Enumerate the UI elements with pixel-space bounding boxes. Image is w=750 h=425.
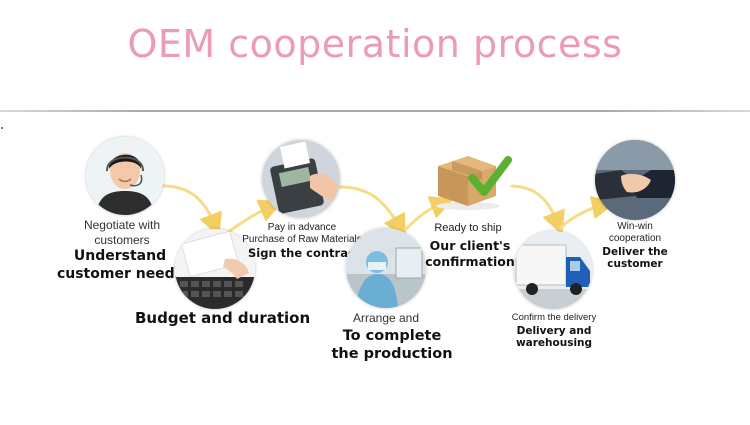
package-checkmark-photo — [432, 148, 512, 210]
step4-caption: Arrange and — [352, 311, 420, 325]
step5-title-line1: Our client's — [429, 238, 511, 253]
customer-service-agent-photo — [86, 137, 164, 215]
step6-caption: Confirm the delivery — [511, 312, 597, 323]
title-divider — [0, 110, 750, 112]
step1-title-line1: Understand — [73, 248, 167, 264]
step1-title: Understand customer needs — [52, 247, 188, 283]
edge-mark — [1, 127, 3, 129]
step7-title-line2: customer — [607, 258, 663, 270]
step5-title: Our client's confirmation — [420, 238, 520, 270]
card-payment-terminal-photo — [262, 140, 340, 218]
step1-caption: Negotiate with customers — [74, 218, 170, 248]
page-title: OEM cooperation process — [127, 22, 623, 66]
step1-title-line2: customer needs — [56, 266, 184, 282]
step6-title-line1: Delivery and — [516, 325, 592, 337]
arrow-5 — [510, 184, 565, 236]
arrow-3 — [338, 185, 406, 239]
step2-title: Budget and duration — [135, 309, 311, 327]
step4-title: To complete the production — [322, 327, 462, 363]
step1-small-line2: customers — [94, 233, 150, 247]
step7-title-line1: Deliver the — [602, 246, 668, 258]
step1-small-line1: Negotiate with — [83, 218, 161, 232]
step3-title: Sign the contract — [248, 246, 361, 260]
arrow-6 — [558, 195, 616, 230]
step7-caption: Win-win cooperation — [592, 221, 678, 245]
arrow-2 — [226, 199, 284, 234]
factory-worker-photo — [346, 228, 426, 308]
step5-caption: Ready to ship — [434, 222, 502, 234]
delivery-truck-photo — [514, 231, 592, 309]
step5-title-line2: confirmation — [425, 254, 515, 269]
step7-small-line1: Win-win — [617, 221, 653, 232]
arrow-1 — [161, 184, 222, 238]
step6-title-line2: warehousing — [515, 337, 593, 349]
step6-title: Delivery and warehousing — [508, 325, 600, 349]
step3-caption: Pay in advance Purchase of Raw Materials — [240, 222, 364, 246]
step4-title-line1: To complete — [342, 328, 442, 344]
step3-small-line1: Pay in advance — [267, 222, 337, 233]
step4-title-line2: the production — [331, 346, 453, 362]
handshake-photo — [595, 140, 675, 220]
step3-small-line2: Purchase of Raw Materials — [242, 234, 362, 245]
step7-title: Deliver the customer — [592, 246, 678, 270]
step7-small-line2: cooperation — [608, 233, 662, 244]
